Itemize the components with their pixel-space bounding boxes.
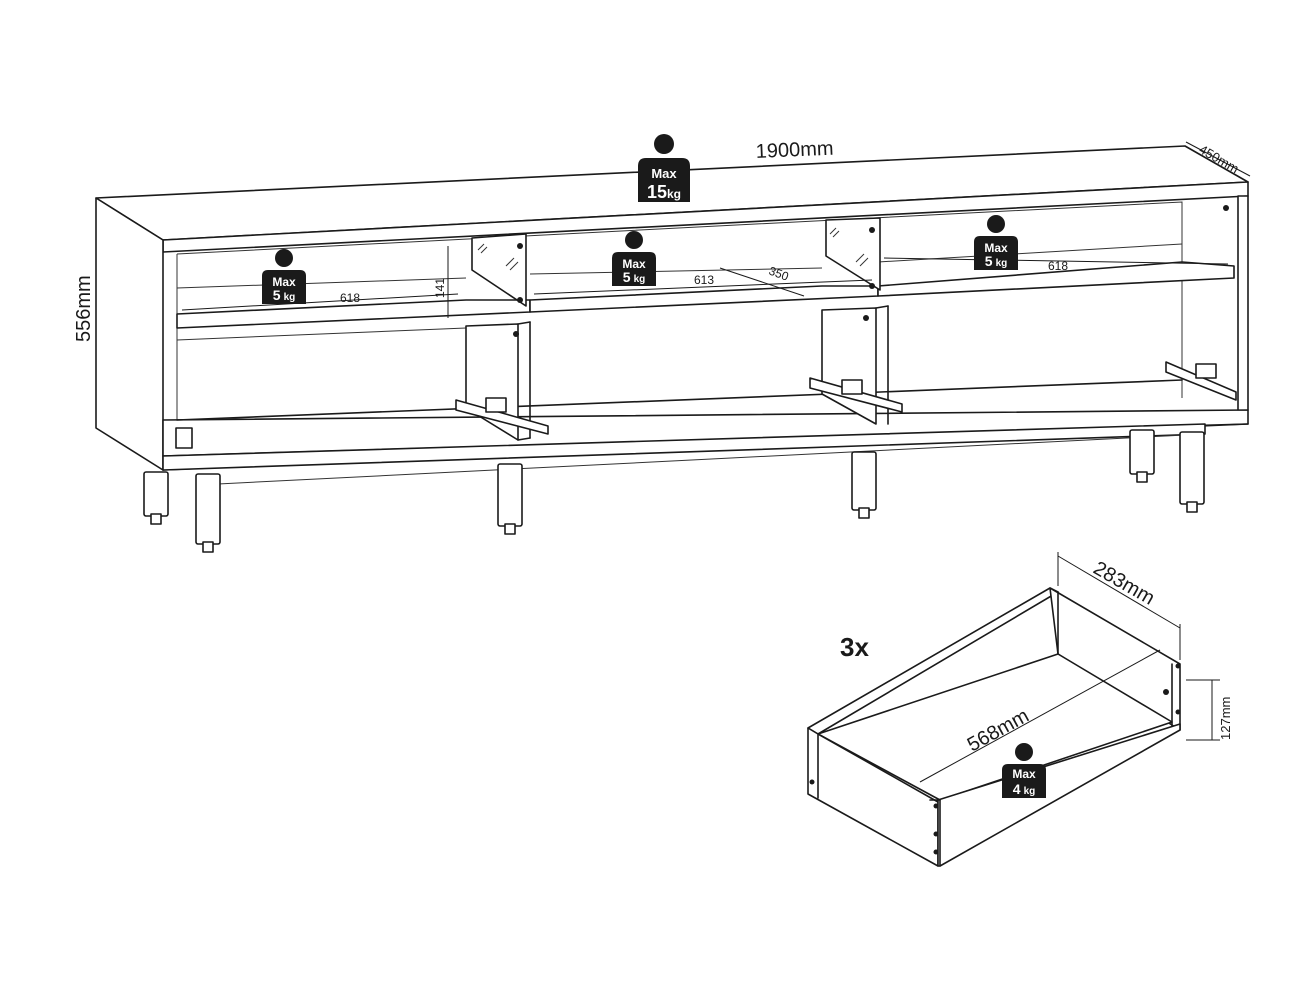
svg-text:Max: Max (651, 166, 677, 181)
cabinet-left-side (95, 197, 164, 471)
svg-text:5kg: 5kg (623, 269, 645, 285)
shelf-height-label: 141 (433, 278, 447, 298)
drawer-front (937, 723, 1181, 867)
svg-text:Max: Max (1012, 767, 1036, 781)
drawer-runner-left (175, 397, 549, 449)
drawer-width-label: 283mm (1090, 557, 1159, 609)
drawer-quantity: 3x (840, 632, 869, 662)
tv-cabinet (95, 145, 1249, 553)
svg-text:Max: Max (984, 241, 1008, 255)
drawer-runner-right (1165, 361, 1237, 401)
drawer: 3x 283mm 568mm 127mm (807, 552, 1233, 867)
svg-text:15kg: 15kg (647, 182, 681, 202)
svg-text:5kg: 5kg (985, 253, 1007, 269)
svg-text:4kg: 4kg (1013, 781, 1035, 797)
cabinet-width-label: 1900mm (755, 138, 834, 163)
svg-text:Max: Max (622, 257, 646, 271)
shelf-right-width-label: 618 (1048, 259, 1068, 273)
cabinet-dimensions: 1900mm 450mm 556mm 618 613 618 350 141 (73, 138, 1251, 342)
drawer-height-label: 127mm (1218, 697, 1233, 740)
shelf-right (877, 261, 1235, 297)
glass-door-left (471, 233, 527, 307)
cabinet-legs (143, 429, 1205, 553)
top-load-badge: Max 15kg (638, 134, 690, 202)
divider-right (821, 307, 877, 425)
shelf-depth-label: 350 (767, 264, 791, 284)
shelf-middle (529, 285, 879, 313)
shelf-left-width-label: 618 (340, 291, 360, 305)
drawer-runner-middle (809, 377, 903, 413)
glass-door-right (825, 217, 881, 291)
svg-text:Max: Max (272, 275, 296, 289)
shelf-middle-width-label: 613 (694, 273, 714, 287)
cabinet-height-label: 556mm (73, 275, 95, 342)
svg-text:5kg: 5kg (273, 287, 295, 303)
cabinet-right-side (1237, 195, 1249, 413)
